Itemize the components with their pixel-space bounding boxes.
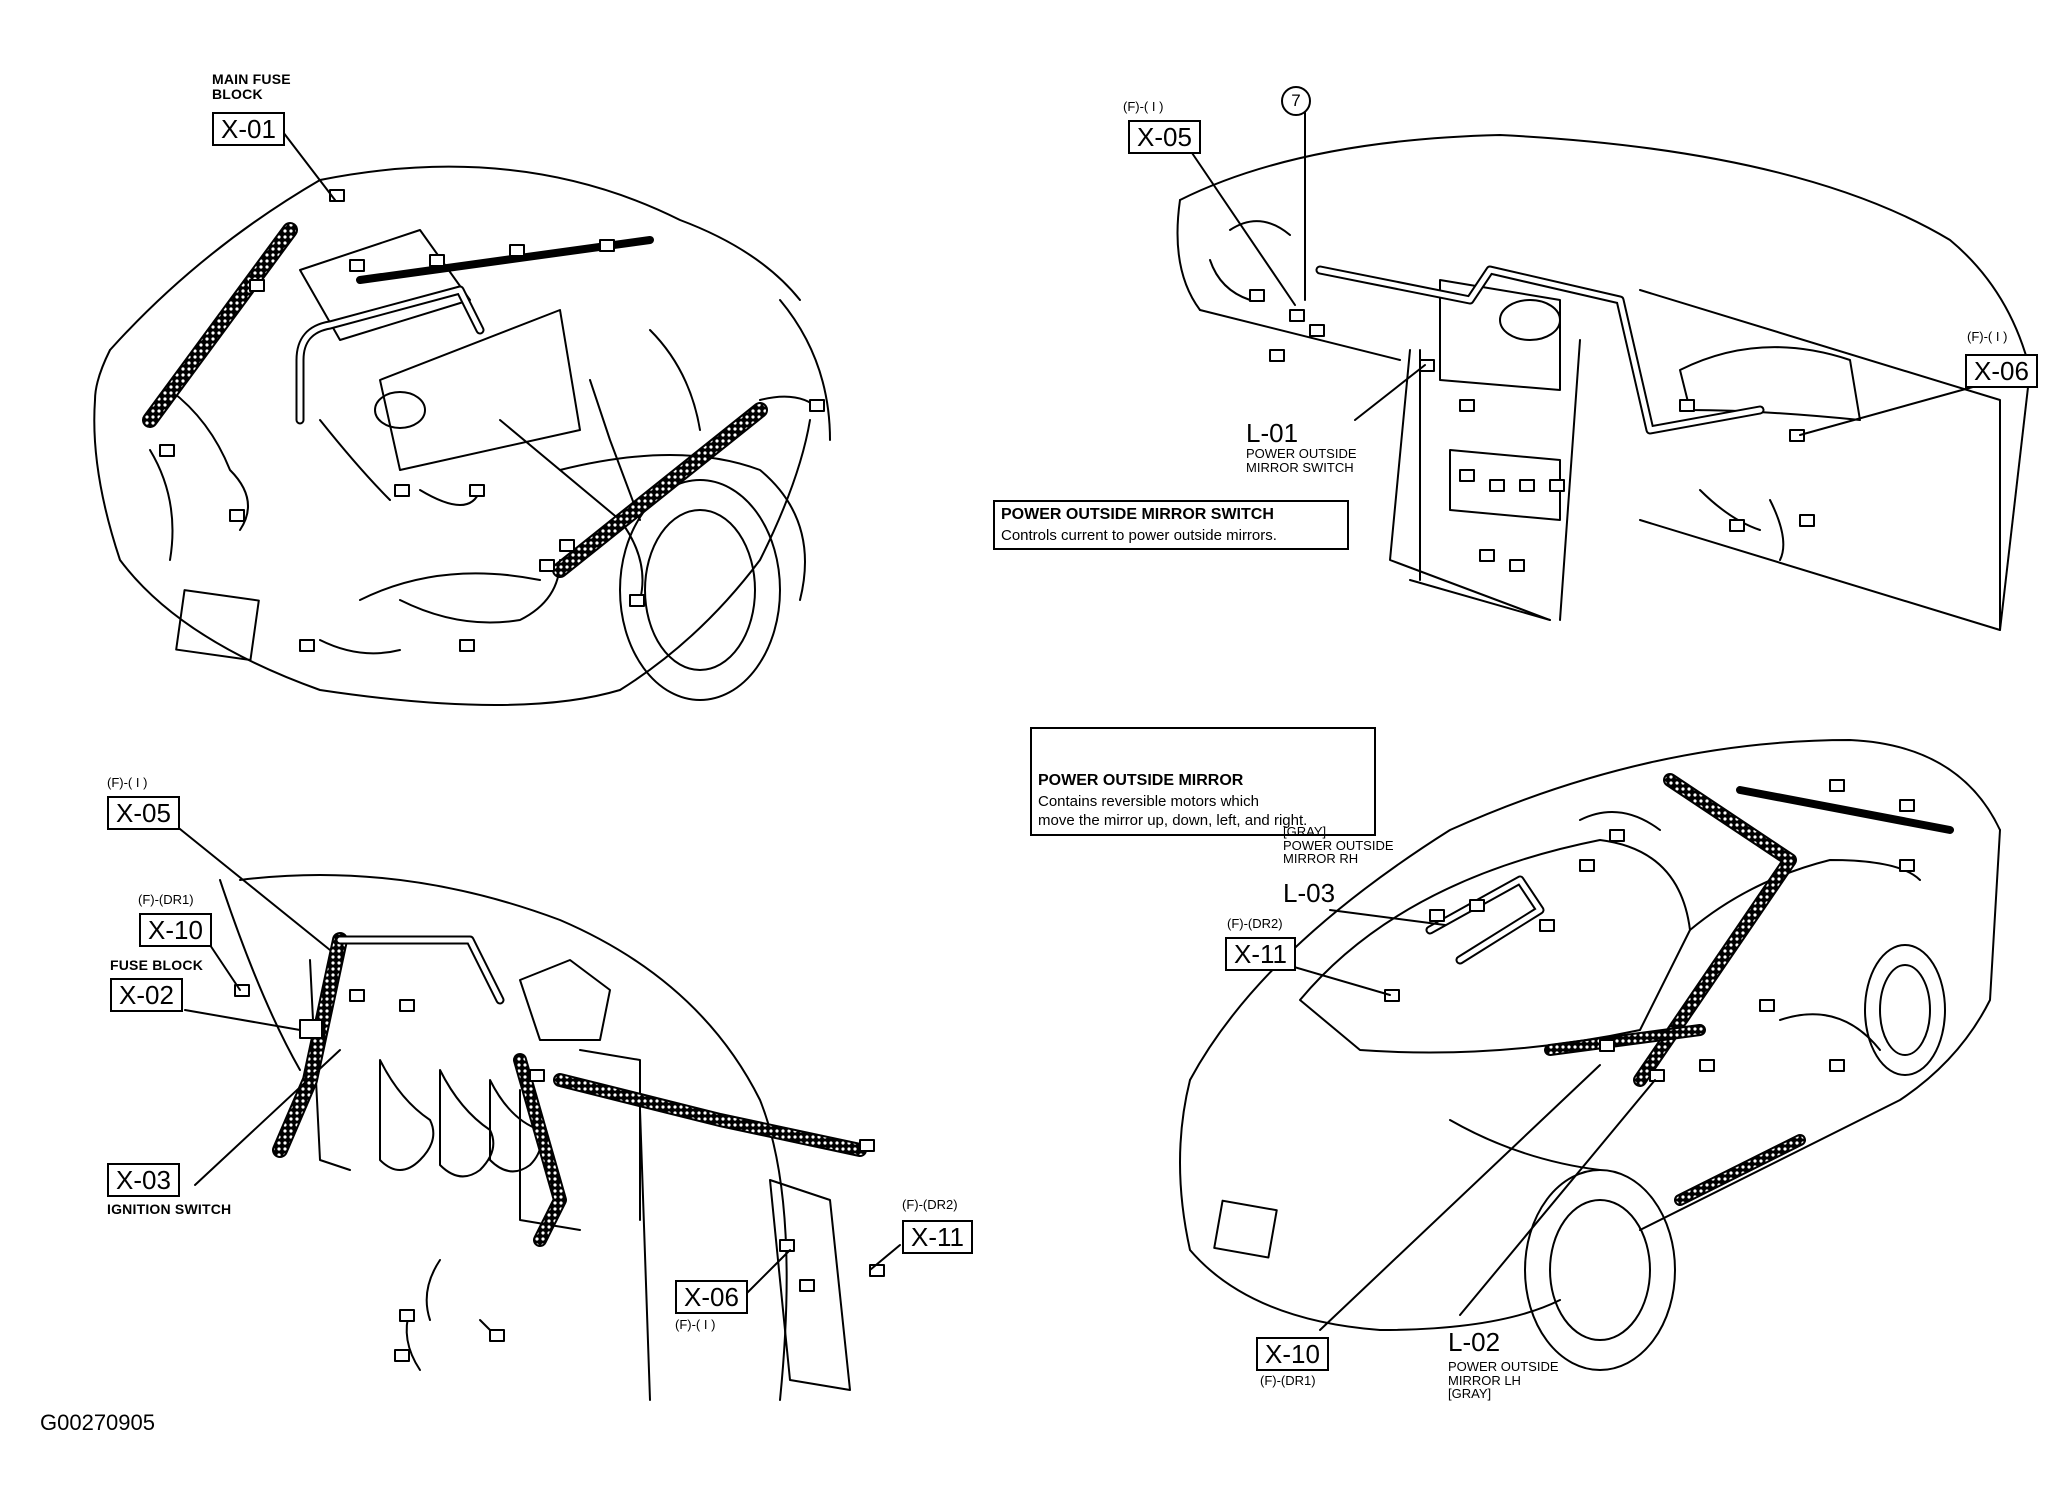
power-mirror-note-title: POWER OUTSIDE MIRROR [1038, 772, 1244, 789]
x11-bottom-subtitle: (F)-(DR2) [902, 1197, 958, 1212]
x05-bottom-tag: X-05 [107, 796, 180, 830]
l02-description: POWER OUTSIDE MIRROR LH [GRAY] [1448, 1359, 1559, 1402]
mirror-switch-note-title: POWER OUTSIDE MIRROR SWITCH [1001, 506, 1274, 523]
x11-right-subtitle: (F)-(DR2) [1227, 916, 1283, 931]
l02-code: L-02 [1448, 1327, 1501, 1357]
x02-tag: X-02 [110, 978, 183, 1012]
x03-tag: X-03 [107, 1163, 180, 1197]
x01-tag: X-01 [212, 112, 285, 146]
x05-bottom-subtitle: (F)-( I ) [107, 775, 148, 790]
x11-right-tag: X-11 [1225, 937, 1296, 971]
mirror-switch-note-text: Controls current to power outside mirror… [1001, 526, 1277, 544]
figure-id: G00270905 [40, 1410, 155, 1435]
mirror-switch-note: POWER OUTSIDE MIRROR SWITCH Controls cur… [993, 500, 1349, 551]
x06-bottom-subtitle: (F)-( I ) [675, 1317, 716, 1332]
fuse-block-label: FUSE BLOCK [110, 957, 203, 973]
x06-top-subtitle: (F)-( I ) [1967, 329, 2008, 344]
x10-bottom-subtitle: (F)-(DR1) [138, 892, 194, 907]
dashboard-view [1176, 134, 2031, 631]
ignition-switch-label: IGNITION SWITCH [107, 1201, 232, 1217]
steering-column-view [219, 874, 851, 1401]
x10-right-subtitle: (F)-(DR1) [1260, 1373, 1316, 1388]
l01-description: POWER OUTSIDE MIRROR SWITCH [1246, 446, 1357, 475]
x06-top-tag: X-06 [1965, 354, 2038, 388]
l03-code: L-03 [1283, 878, 1336, 908]
x10-right-tag: X-10 [1256, 1337, 1329, 1371]
x05-top-tag: X-05 [1128, 120, 1201, 154]
x11-bottom-tag: X-11 [902, 1220, 973, 1254]
reference-circle: 7 [1281, 86, 1311, 116]
main-fuse-block-label: MAIN FUSE BLOCK [212, 71, 291, 102]
power-mirror-note-text: Contains reversible motors which move th… [1038, 792, 1308, 830]
x10-bottom-tag: X-10 [139, 913, 212, 947]
l03-description: [GRAY] POWER OUTSIDE MIRROR RH [1283, 824, 1394, 867]
l01-code: L-01 [1246, 418, 1299, 448]
power-mirror-note: POWER OUTSIDE MIRROR Contains reversible … [1030, 727, 1376, 836]
x05-top-subtitle: (F)-( I ) [1123, 99, 1164, 114]
x06-bottom-tag: X-06 [675, 1280, 748, 1314]
